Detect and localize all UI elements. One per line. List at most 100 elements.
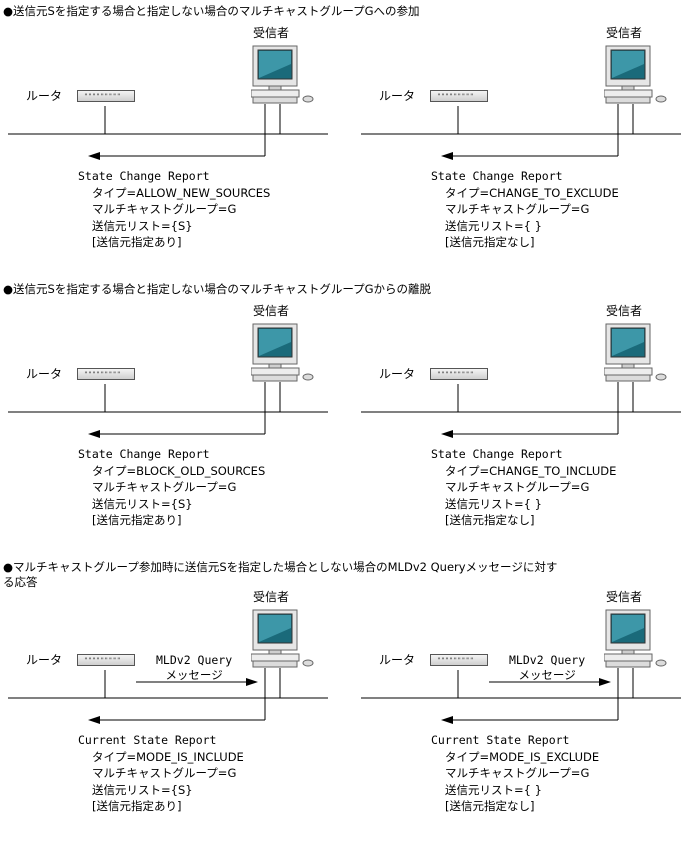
section-title-query-response: ●マルチキャストグループ参加時に送信元Sを指定した場合としない場合のMLDv2 … <box>3 560 557 590</box>
router-label: ルータ <box>26 653 63 667</box>
monitor-screen-glare <box>259 329 291 356</box>
monitor-stand <box>621 363 635 369</box>
report-group: マルチキャストグループ=G <box>92 766 237 780</box>
section-title-join: ●送信元Sを指定する場合と指定しない場合のマルチキャストグループGへの参加 <box>3 4 420 18</box>
computer-base <box>603 653 653 662</box>
report-source-list: 送信元リスト={S} <box>92 782 193 797</box>
mouse <box>302 373 314 381</box>
monitor-stand <box>268 363 282 369</box>
query-line-2: メッセージ <box>165 668 223 682</box>
query-line-1: MLDv2 Query <box>509 653 586 667</box>
report-type: タイプ=CHANGE_TO_EXCLUDE <box>445 185 619 200</box>
section-title-line-2: る応答 <box>3 575 38 589</box>
query-arrowhead <box>599 678 611 686</box>
router-label: ルータ <box>379 367 416 381</box>
report-note: [送信元指定なし] <box>445 799 535 813</box>
router-icon: """"""""" <box>77 90 135 102</box>
keyboard <box>252 96 298 104</box>
monitor-stand <box>268 649 282 655</box>
monitor-stand <box>621 649 635 655</box>
monitor-screen-glare <box>259 615 291 642</box>
computer-icon <box>603 608 668 674</box>
router-icon: """"""""" <box>430 654 488 666</box>
report-type: タイプ=BLOCK_OLD_SOURCES <box>92 463 266 478</box>
report-arrowhead <box>88 430 100 438</box>
report-source-list: 送信元リスト={S} <box>92 496 193 511</box>
router-label: ルータ <box>26 89 63 103</box>
monitor-screen-glare <box>612 329 644 356</box>
monitor-screen-glare <box>612 51 644 78</box>
network-lines <box>8 668 328 724</box>
monitor-screen-glare <box>259 51 291 78</box>
receiver-label: 受信者 <box>606 590 643 604</box>
keyboard <box>605 96 651 104</box>
computer-base <box>603 89 653 98</box>
computer-base <box>603 367 653 376</box>
report-name: Current State Report <box>78 733 217 747</box>
receiver-label: 受信者 <box>253 304 290 318</box>
keyboard <box>605 374 651 382</box>
keyboard <box>605 660 651 668</box>
network-lines <box>361 668 681 724</box>
section-title-line-1: ●マルチキャストグループ参加時に送信元Sを指定した場合としない場合のMLDv2 … <box>3 560 558 574</box>
report-note: [送信元指定なし] <box>445 235 535 249</box>
report-name: State Change Report <box>431 447 563 461</box>
monitor-screen-glare <box>612 615 644 642</box>
network-lines <box>361 104 681 160</box>
computer-base <box>250 653 300 662</box>
report-type: タイプ=MODE_IS_INCLUDE <box>92 749 244 764</box>
monitor-stand <box>268 85 282 91</box>
router-ports: """"""""" <box>437 657 475 664</box>
computer-base <box>250 367 300 376</box>
computer-icon <box>250 608 315 674</box>
section-title-leave: ●送信元Sを指定する場合と指定しない場合のマルチキャストグループGからの離脱 <box>3 282 432 296</box>
report-group: マルチキャストグループ=G <box>445 202 590 216</box>
router-ports: """"""""" <box>84 93 122 100</box>
network-lines <box>8 104 328 160</box>
router-icon: """"""""" <box>430 90 488 102</box>
report-name: State Change Report <box>431 169 563 183</box>
report-type: タイプ=CHANGE_TO_INCLUDE <box>445 463 617 478</box>
mouse <box>655 373 667 381</box>
report-arrowhead <box>441 152 453 160</box>
router-icon: """"""""" <box>77 368 135 380</box>
report-arrowhead <box>441 716 453 724</box>
receiver-label: 受信者 <box>253 590 290 604</box>
router-label: ルータ <box>379 89 416 103</box>
mouse <box>302 659 314 667</box>
report-arrowhead <box>88 152 100 160</box>
router-ports: """"""""" <box>84 657 122 664</box>
router-icon: """"""""" <box>430 368 488 380</box>
report-note: [送信元指定あり] <box>92 799 182 813</box>
report-type: タイプ=MODE_IS_EXCLUDE <box>445 749 600 764</box>
mouse <box>655 659 667 667</box>
report-type: タイプ=ALLOW_NEW_SOURCES <box>92 185 271 200</box>
monitor-stand <box>621 85 635 91</box>
keyboard <box>252 660 298 668</box>
router-ports: """"""""" <box>437 93 475 100</box>
network-lines <box>361 382 681 438</box>
report-note: [送信元指定あり] <box>92 513 182 527</box>
router-ports: """"""""" <box>84 371 122 378</box>
query-line-1: MLDv2 Query <box>156 653 233 667</box>
report-details: Current State Report タイプ=MODE_IS_INCLUDE マ… <box>78 732 244 815</box>
report-name: Current State Report <box>431 733 570 747</box>
computer-icon <box>603 322 668 388</box>
report-group: マルチキャストグループ=G <box>445 480 590 494</box>
keyboard <box>252 374 298 382</box>
query-line-2: メッセージ <box>518 668 576 682</box>
receiver-label: 受信者 <box>253 26 290 40</box>
report-note: [送信元指定あり] <box>92 235 182 249</box>
computer-base <box>250 89 300 98</box>
router-icon: """"""""" <box>77 654 135 666</box>
report-group: マルチキャストグループ=G <box>92 480 237 494</box>
report-source-list: 送信元リスト={ } <box>445 782 542 797</box>
report-source-list: 送信元リスト={ } <box>445 496 542 511</box>
query-arrowhead <box>246 678 258 686</box>
